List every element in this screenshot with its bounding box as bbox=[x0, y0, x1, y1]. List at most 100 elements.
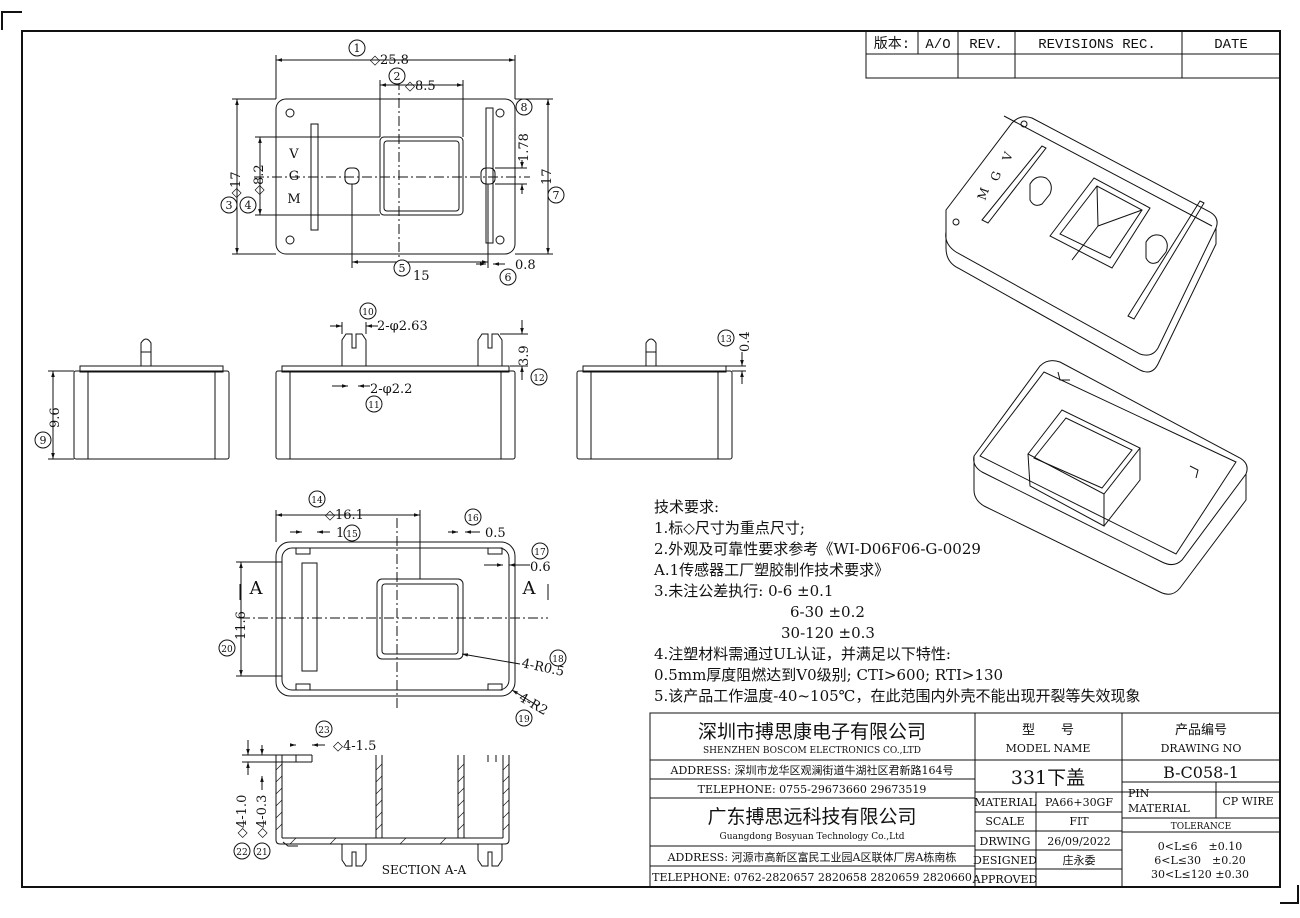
company-telephone: TELEPHONE: 0755-29673660 29673519 bbox=[698, 783, 927, 796]
material-label: MATERIAL bbox=[974, 796, 1037, 809]
dim-pin-base-diameter: 2-φ2.2 bbox=[370, 382, 412, 397]
front-pin-right bbox=[477, 333, 503, 366]
designed-value: 庄永委 bbox=[1063, 853, 1096, 867]
left-side-outline bbox=[73, 370, 230, 460]
tech-req-line-6: 30-120 ±0.3 bbox=[781, 624, 875, 642]
dim-overall-width: ◇25.8 bbox=[370, 53, 409, 68]
balloon-5-label: 5 bbox=[399, 262, 406, 275]
bottom-inner bbox=[281, 547, 510, 691]
tolerance-label: TOLERANCE bbox=[1171, 822, 1232, 832]
tech-req-line-3: A.1传感器工厂塑胶制作技术要求》 bbox=[653, 561, 889, 579]
balloon-10-label: 10 bbox=[362, 308, 374, 318]
company-address: ADDRESS: 深圳市龙华区观澜街道牛湖社区君新路164号 bbox=[670, 763, 954, 777]
section-pin-left bbox=[341, 844, 367, 867]
model-label-cn: 型 号 bbox=[1022, 723, 1074, 738]
balloon-19: 19 bbox=[515, 709, 533, 727]
top-view bbox=[232, 55, 553, 270]
mount-hole-top-left bbox=[285, 108, 295, 118]
balloon-7-label: 7 bbox=[553, 189, 560, 202]
company2-address: ADDRESS: 河源市高新区富民工业园A区联体厂房A栋南栋 bbox=[667, 850, 957, 864]
version-value: A/O bbox=[925, 37, 950, 53]
iso-window-outer bbox=[1049, 177, 1151, 269]
front-side-lip bbox=[281, 365, 510, 373]
section-pin-right bbox=[477, 844, 503, 867]
dim-side-height: 9.6 bbox=[48, 407, 63, 428]
dim-inner-width: ◇16.1 bbox=[325, 508, 364, 523]
mount-hole-top-right bbox=[495, 108, 505, 118]
balloon-6: 6 bbox=[499, 268, 517, 286]
dim-pin-top-diameter: 2-φ2.63 bbox=[377, 319, 428, 334]
balloon-2: 2 bbox=[388, 67, 406, 85]
balloon-11-label: 11 bbox=[368, 401, 379, 411]
pin-material-label-1: PIN bbox=[1128, 787, 1150, 800]
marking-slot-right bbox=[485, 107, 494, 244]
revision-block bbox=[865, 30, 1281, 79]
balloon-5: 5 bbox=[393, 259, 411, 277]
dim-offset-06: 0.6 bbox=[530, 560, 551, 575]
balloon-1-label: 1 bbox=[354, 42, 361, 55]
balloon-12-label: 12 bbox=[533, 374, 544, 384]
dim-section-left-2: ◇4-0.3 bbox=[255, 795, 270, 838]
tech-req-line-8: 0.5mm厚度阻燃达到V0级别; CTI>600; RTI>130 bbox=[654, 666, 1003, 684]
company-name-cn: 深圳市搏思康电子有限公司 bbox=[698, 721, 926, 743]
tolerance-row-1: 0<L≤6 ±0.10 bbox=[1158, 840, 1242, 853]
revisions-header: REVISIONS REC. bbox=[1038, 37, 1156, 53]
balloon-3: 3 bbox=[220, 196, 238, 214]
dim-body-height: ◇17 bbox=[229, 171, 244, 198]
tech-req-line-2: 2.外观及可靠性要求参考《WI-D06F06-G-0029 bbox=[654, 540, 981, 558]
balloon-23-label: 23 bbox=[318, 726, 330, 736]
dim-section-top: ◇4-1.5 bbox=[333, 739, 376, 754]
balloon-4: 4 bbox=[239, 196, 257, 214]
balloon-13-label: 13 bbox=[720, 335, 732, 345]
drwing-value: 26/09/2022 bbox=[1047, 835, 1110, 848]
date-header: DATE bbox=[1214, 37, 1248, 53]
balloon-13: 13 bbox=[717, 329, 735, 347]
dim-offset-05: 0.5 bbox=[485, 526, 506, 541]
balloon-17-label: 17 bbox=[534, 548, 546, 558]
balloon-6-label: 6 bbox=[505, 271, 512, 284]
balloon-4-label: 4 bbox=[245, 199, 252, 212]
iso-bottom-window bbox=[1027, 409, 1141, 495]
mark-label-m: M bbox=[287, 192, 300, 207]
mark-label-g: G bbox=[289, 169, 299, 184]
drawing-label-en: DRAWING NO bbox=[1161, 742, 1242, 755]
right-side-pin bbox=[645, 338, 657, 366]
dim-offset-1: 1 bbox=[336, 526, 344, 541]
balloon-12: 12 bbox=[530, 368, 548, 386]
dim-body-height-right: 17 bbox=[540, 168, 555, 185]
tolerance-row-3: 30<L≤120 ±0.30 bbox=[1151, 868, 1249, 881]
balloon-17: 17 bbox=[531, 542, 549, 560]
right-side-lip bbox=[582, 365, 727, 373]
balloon-15-label: 15 bbox=[346, 530, 358, 540]
balloon-19-label: 19 bbox=[518, 715, 530, 725]
balloon-18-label: 18 bbox=[552, 655, 564, 665]
iso-view-bottom bbox=[973, 360, 1248, 595]
pin-material-value: CP WIRE bbox=[1222, 795, 1273, 808]
balloon-14: 14 bbox=[308, 490, 326, 508]
scale-value: FIT bbox=[1069, 815, 1089, 828]
section-view bbox=[242, 740, 510, 867]
tech-req-line-1: 1.标◇尺寸为重点尺寸; bbox=[654, 519, 805, 537]
balloon-16: 16 bbox=[464, 508, 482, 526]
company2-name-en: Guangdong Bosyuan Technology Co.,Ltd bbox=[720, 832, 905, 842]
mount-hole-bottom-left bbox=[285, 235, 295, 245]
designed-label: DESIGNED bbox=[973, 854, 1037, 867]
dim-window-width: ◇8.5 bbox=[405, 79, 436, 94]
balloon-8: 8 bbox=[515, 98, 533, 116]
balloon-23: 23 bbox=[315, 720, 333, 738]
front-side-outline bbox=[275, 370, 516, 460]
tech-req-title: 技术要求: bbox=[654, 498, 719, 516]
iso-top-outline bbox=[945, 116, 1218, 356]
corner-mark-top-left bbox=[1, 11, 22, 30]
right-side-view bbox=[576, 338, 746, 460]
window-inner bbox=[383, 140, 460, 212]
model-label-en: MODEL NAME bbox=[1006, 742, 1091, 755]
balloon-16-label: 16 bbox=[467, 514, 479, 524]
section-label-left: A bbox=[249, 578, 264, 599]
pin-left-top bbox=[344, 167, 360, 185]
dim-pin-length: 3.9 bbox=[517, 345, 532, 366]
balloon-7: 7 bbox=[547, 186, 565, 204]
mark-label-v: V bbox=[288, 147, 299, 162]
